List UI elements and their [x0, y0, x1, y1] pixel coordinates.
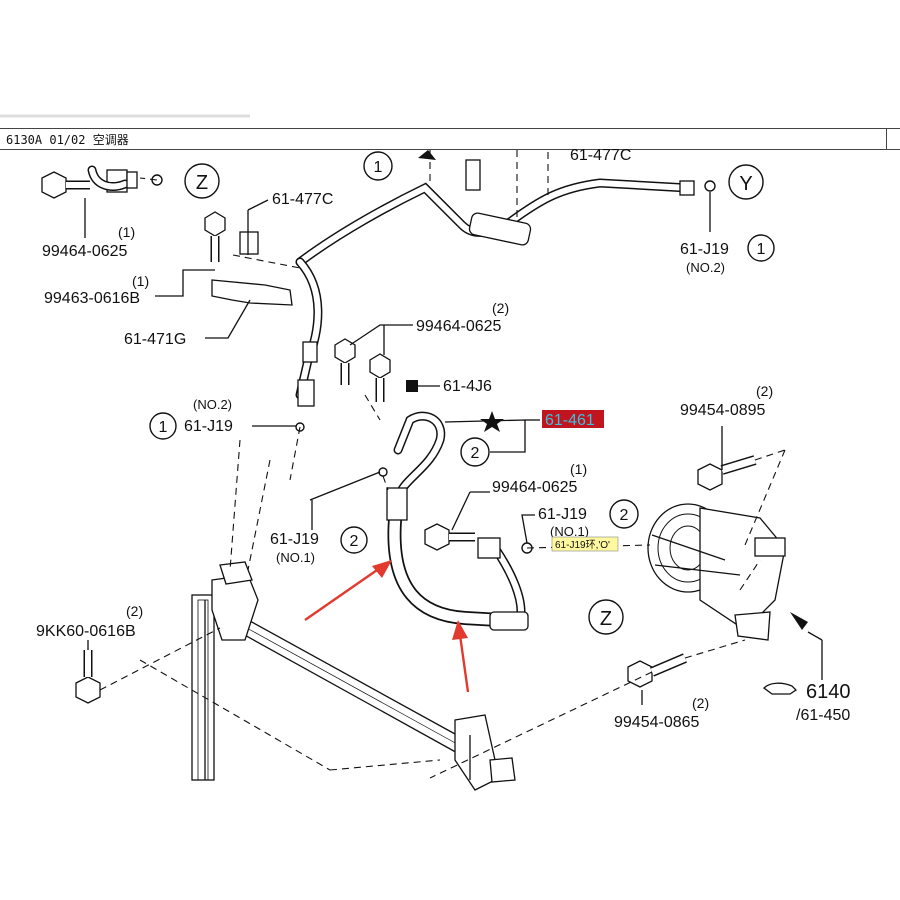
bolt-9kk60-0616b: [75, 650, 101, 704]
header-divider: [886, 128, 887, 150]
compressor: [647, 503, 786, 641]
svg-text:2: 2: [620, 507, 629, 524]
label-61-j19-mid[interactable]: 61-J19: [270, 531, 319, 548]
svg-text:2: 2: [471, 445, 480, 462]
bolt-99463-0616b: [204, 211, 226, 262]
red-arrow-right: [452, 620, 470, 693]
callout-y-right: Y: [728, 164, 764, 200]
label-99463-0616b[interactable]: 99463-0616B: [44, 290, 140, 307]
svg-text:Z: Z: [600, 608, 612, 630]
svg-text:Y: Y: [739, 173, 752, 195]
bracket-61-471g: [211, 279, 293, 306]
header-bar: 6130A 01/02 空调器: [0, 128, 900, 150]
svg-text:1: 1: [757, 241, 766, 258]
qty-99464-0625-low: (1): [570, 461, 587, 477]
red-arrow-left: [304, 560, 392, 621]
bolt-99454-0895: [697, 455, 757, 491]
svg-text:2: 2: [350, 533, 359, 550]
label-61-j19-top[interactable]: 61-J19: [680, 241, 729, 258]
qty-99464-0625-top: (1): [118, 224, 135, 240]
callout-z-compressor: Z: [588, 599, 624, 635]
qty-99454-0895: (2): [756, 383, 773, 399]
svg-text:Z: Z: [196, 172, 208, 194]
label-99464-0625-top[interactable]: 99464-0625: [42, 243, 128, 260]
bolt-99464-0625-low: [424, 523, 475, 551]
header-title: 6130A 01/02 空调器: [6, 133, 129, 147]
label-ref-61-450[interactable]: /61-450: [796, 707, 850, 724]
label-9kk60-0616b[interactable]: 9KK60-0616B: [36, 623, 136, 640]
tooltip-box: [551, 536, 619, 552]
label-99454-0895[interactable]: 99454-0895: [680, 402, 766, 419]
leader-lines: [84, 192, 823, 705]
hand-pointer-icon: [763, 682, 798, 695]
label-61-461[interactable]: 61-461: [545, 412, 595, 429]
tooltip-text: 61-J19环,'O': [555, 540, 610, 551]
upper-ac-pipe: [87, 159, 695, 407]
callout-z-top: Z: [184, 163, 220, 199]
label-99464-0625-mid[interactable]: 99464-0625: [416, 318, 502, 335]
callout-j19-right-qty: 2: [609, 499, 639, 529]
label-61-j19-right-no: (NO.1): [550, 524, 589, 539]
qty-99454-0865: (2): [692, 695, 709, 711]
label-61-4j6[interactable]: 61-4J6: [443, 378, 492, 395]
bolt-99464-0625-top: [41, 171, 90, 199]
label-ref-6140[interactable]: 6140: [806, 681, 851, 703]
label-61-j19-left[interactable]: 61-J19: [184, 418, 233, 435]
callout-461-qty: 2: [460, 437, 490, 467]
svg-text:1: 1: [159, 419, 168, 436]
label-61-471g[interactable]: 61-471G: [124, 331, 186, 348]
callout-j19-mid-qty: 2: [340, 526, 368, 554]
label-61-j19-right[interactable]: 61-J19: [538, 506, 587, 523]
callout-j19-top-qty: 1: [747, 234, 775, 262]
qty-99464-0625-mid: (2): [492, 300, 509, 316]
label-61-j19-top-no: (NO.2): [686, 260, 725, 275]
arrow-top: [418, 150, 436, 160]
label-61-477c-top[interactable]: 61-477C: [570, 147, 631, 164]
hose-61-461: [386, 411, 529, 631]
label-61-j19-left-no: (NO.2): [193, 397, 232, 412]
qty-9kk60-0616b: (2): [126, 603, 143, 619]
o-ring-top-right: [704, 180, 716, 192]
clip-61-477c-left: [239, 231, 259, 255]
svg-text:1: 1: [374, 159, 383, 176]
callout-1-top: 1: [363, 151, 393, 181]
label-61-477c-left[interactable]: 61-477C: [272, 191, 333, 208]
star-icon: [480, 411, 504, 432]
valve-61-4j6: [406, 380, 418, 392]
label-61-j19-mid-no: (NO.1): [276, 550, 315, 565]
label-99464-0625-low[interactable]: 99464-0625: [492, 479, 578, 496]
label-99454-0865[interactable]: 99454-0865: [614, 714, 700, 731]
bolts-99464-0625-mid: [334, 338, 391, 402]
highlight-61-461: [542, 410, 604, 428]
qty-99463-0616b: (1): [132, 273, 149, 289]
arrow-compressor: [790, 612, 808, 630]
bolt-99454-0865: [627, 653, 687, 688]
callout-j19-left-qty: 1: [149, 412, 177, 440]
condenser-assembly: [191, 561, 516, 791]
o-ring-mid: [378, 467, 388, 477]
